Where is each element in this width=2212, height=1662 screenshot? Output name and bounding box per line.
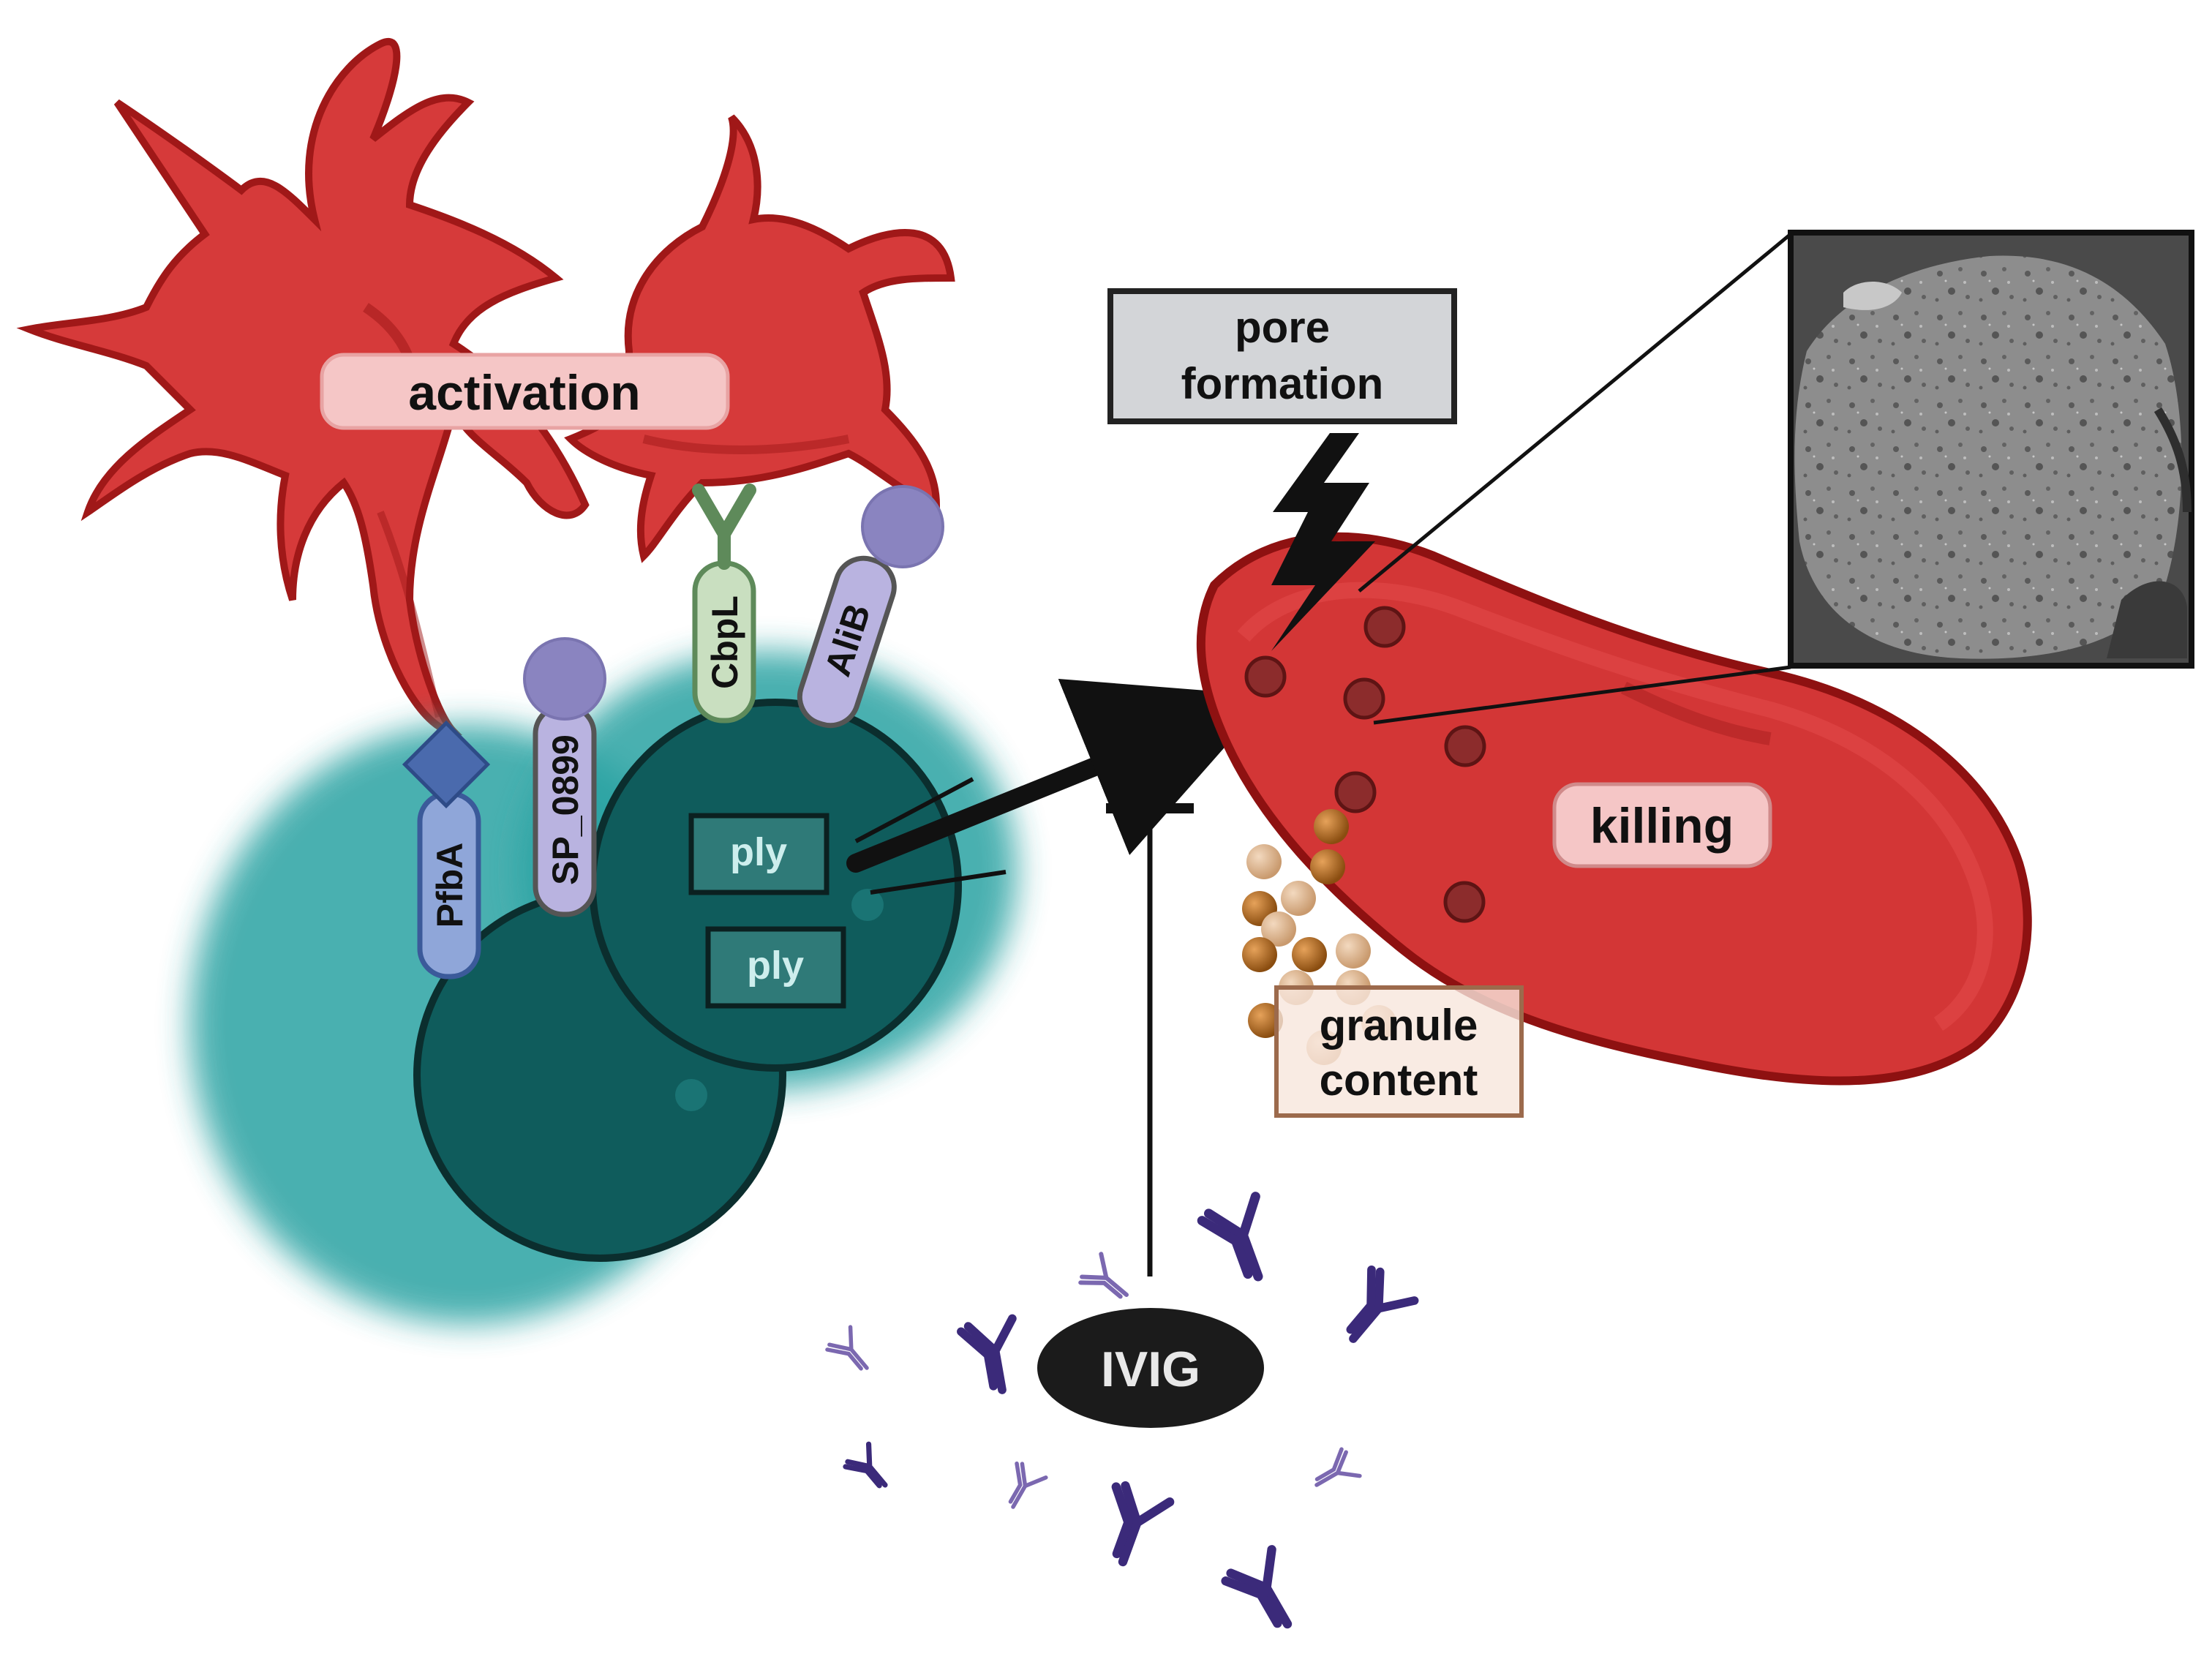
pfba-text: PfbA <box>429 843 470 928</box>
granule <box>1314 809 1349 844</box>
ply-text-1: ply <box>730 830 787 874</box>
granule <box>1246 844 1282 879</box>
receptor-alib: AliB <box>797 485 944 729</box>
granule <box>1281 881 1316 916</box>
platelet-right <box>564 114 955 563</box>
ply-arrow <box>846 678 1271 873</box>
antibody-icon <box>826 1327 877 1380</box>
granule <box>1242 937 1277 972</box>
receptor-sp0899: SP_0899 <box>523 637 606 917</box>
antibody-icon <box>997 1462 1046 1514</box>
granule <box>1292 937 1327 972</box>
antibody-icon <box>1078 1254 1136 1310</box>
antibody-icon <box>1307 1448 1360 1497</box>
pore <box>1363 606 1406 648</box>
granule-content-label: granule content <box>1274 985 1524 1118</box>
ivig-badge: IVIG <box>1037 1308 1264 1428</box>
ply-box-1: ply <box>688 813 830 895</box>
granule <box>1261 911 1296 947</box>
granule <box>1310 849 1345 884</box>
receptor-cbpl: CbpL <box>692 484 756 723</box>
antibody-icon <box>844 1444 895 1497</box>
pore <box>1343 677 1385 720</box>
sp0899-text: SP_0899 <box>545 734 586 885</box>
receptor-pfba: PfbA <box>402 720 491 979</box>
pore <box>1334 771 1377 813</box>
killing-text: killing <box>1590 798 1734 854</box>
pore-formation-label: pore formation <box>1107 288 1457 424</box>
ply-text-2: ply <box>747 944 804 988</box>
pore <box>1244 655 1287 698</box>
pore-formation-text-1: pore <box>1235 303 1330 352</box>
pore <box>1443 881 1486 923</box>
sem-zoom-lines <box>1358 233 1792 725</box>
granule-content-text-1: granule <box>1320 1001 1478 1050</box>
granule <box>1336 933 1371 969</box>
ply-box-2: ply <box>705 926 846 1009</box>
secretion-lines <box>854 777 1007 895</box>
killing-label: killing <box>1552 782 1772 868</box>
sem-micrograph-inset <box>1788 230 2194 669</box>
antibody-icon <box>1224 1549 1308 1640</box>
rbc-pores <box>1244 606 1486 923</box>
ivig-text: IVIG <box>1101 1342 1200 1397</box>
antibody-icon <box>1093 1483 1170 1570</box>
activation-label: activation <box>320 353 730 430</box>
lightning-bolt-icon <box>1271 433 1375 651</box>
antibody-icon <box>960 1319 1024 1396</box>
inhibition-line <box>1106 803 1194 1276</box>
activation-text: activation <box>408 365 640 421</box>
pore <box>1444 725 1486 767</box>
antibody-icon <box>1330 1267 1414 1353</box>
pore-formation-text-2: formation <box>1181 359 1384 408</box>
cbpl-text: CbpL <box>704 595 745 689</box>
granule-content-text-2: content <box>1320 1056 1478 1105</box>
antibody-icon <box>1200 1197 1282 1288</box>
